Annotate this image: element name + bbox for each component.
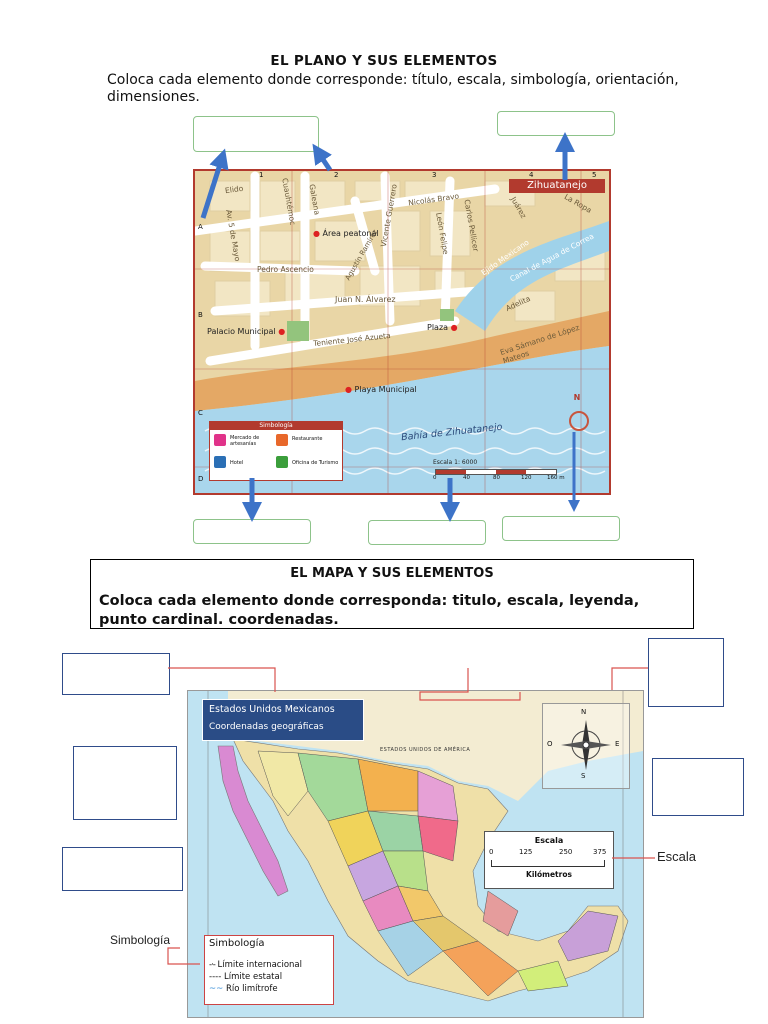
answer-box-coordinates[interactable] bbox=[73, 746, 177, 820]
plan-legend-label: Oficina de Turismo bbox=[292, 460, 339, 466]
plan-scale-tick: 0 bbox=[433, 475, 437, 481]
plan-legend-label: Hotel bbox=[230, 460, 244, 466]
mexico-scale-title: Escala bbox=[534, 836, 564, 845]
plan-scale-tick: 160 m bbox=[547, 475, 565, 481]
mexico-legend-item: -·- Límite internacional bbox=[209, 960, 302, 970]
section2-instructions: Coloca cada elemento donde corresponda: … bbox=[99, 593, 640, 628]
restaurant-icon bbox=[276, 434, 288, 446]
answer-box-right[interactable] bbox=[652, 758, 744, 816]
compass-west: O bbox=[547, 740, 553, 748]
grid-col-label: 2 bbox=[334, 171, 339, 179]
side-label-legend: Simbología bbox=[110, 933, 171, 947]
section1-instructions: Coloca cada elemento donde corresponde: … bbox=[107, 72, 679, 105]
grid-row-label: A bbox=[198, 223, 203, 231]
plan-legend: Simbología Mercado de artesanías Restaur… bbox=[209, 421, 343, 481]
compass-box: N S E O bbox=[542, 703, 630, 789]
answer-box-left[interactable] bbox=[62, 847, 183, 891]
place-label: ● Playa Municipal bbox=[345, 385, 417, 394]
mexico-scale-tick: 125 bbox=[519, 848, 533, 856]
plan-title: Zihuatanejo bbox=[509, 179, 605, 193]
mexico-legend-item: ---- Límite estatal bbox=[209, 972, 283, 982]
place-label: ● Área peatonal bbox=[313, 229, 379, 238]
compass-east: E bbox=[615, 740, 620, 748]
mexico-map-title: Estados Unidos Mexicanos bbox=[209, 704, 335, 715]
place-label: Palacio Municipal ● bbox=[207, 327, 286, 336]
plan-scale-tick: 80 bbox=[493, 475, 500, 481]
answer-box-dimensions[interactable] bbox=[502, 516, 620, 541]
plan-legend-title: Simbología bbox=[210, 422, 342, 430]
side-label-scale: Escala bbox=[657, 849, 697, 864]
mexico-map-title-box: Estados Unidos Mexicanos Coordenadas geo… bbox=[202, 699, 364, 741]
compass-north: N bbox=[581, 708, 587, 716]
plan-scale-tick: 120 bbox=[521, 475, 532, 481]
mexico-legend: Simbología -·- Límite internacional ----… bbox=[204, 935, 334, 1005]
mexico-map-subtitle: Coordenadas geográficas bbox=[209, 722, 324, 732]
arrow-to-title-2 bbox=[312, 143, 333, 172]
grid-col-label: 5 bbox=[592, 171, 597, 179]
plan-scale-tick: 40 bbox=[463, 475, 470, 481]
plan-legend-label: Mercado de artesanías bbox=[230, 435, 260, 447]
mexico-scale-tick: 375 bbox=[593, 848, 607, 856]
mexico-map: Estados Unidos Mexicanos Coordenadas geo… bbox=[187, 690, 644, 1018]
grid-col-label: 3 bbox=[432, 171, 437, 179]
street-label: Juan N. Álvarez bbox=[335, 295, 396, 304]
map-leader-lines bbox=[167, 667, 655, 965]
mexico-scale-box: Escala 0 125 250 375 Kilómetros bbox=[484, 831, 614, 889]
grid-col-label: 1 bbox=[259, 171, 264, 179]
mexico-legend-item: ~~ Río limítrofe bbox=[209, 984, 278, 994]
mexico-scale-bar bbox=[491, 860, 605, 867]
grid-row-label: C bbox=[198, 409, 203, 417]
street-label: Pedro Ascencio bbox=[257, 265, 314, 274]
section2-title: EL MAPA Y SUS ELEMENTOS bbox=[290, 566, 494, 581]
answer-box-title[interactable] bbox=[193, 116, 319, 152]
compass-south: S bbox=[581, 772, 586, 780]
answer-box-cardinal-point[interactable] bbox=[648, 638, 724, 707]
grid-row-label: B bbox=[198, 311, 203, 319]
country-label: ESTADOS UNIDOS DE AMÉRICA bbox=[380, 747, 471, 753]
grid-col-label: 4 bbox=[529, 171, 534, 179]
place-label: Plaza ● bbox=[427, 323, 458, 332]
north-label: N bbox=[573, 393, 581, 402]
answer-box-map-title[interactable] bbox=[62, 653, 170, 695]
hotel-icon bbox=[214, 456, 226, 468]
mexico-scale-tick: 0 bbox=[489, 848, 494, 856]
compass-rose-icon bbox=[569, 411, 589, 431]
section1-title: EL PLANO Y SUS ELEMENTOS bbox=[270, 53, 498, 69]
plan-scale-label: Escala 1: 6000 bbox=[433, 459, 478, 466]
arrow-to-title bbox=[200, 148, 229, 219]
mexico-legend-title: Simbología bbox=[209, 938, 265, 949]
answer-box-symbology[interactable] bbox=[193, 519, 311, 544]
mexico-scale-tick: 250 bbox=[559, 848, 573, 856]
grid-row-label: D bbox=[198, 475, 204, 483]
plan-arrows bbox=[200, 132, 580, 522]
city-plan: 1 2 3 4 5 A B C D Zihuatanejo Elido Cuau… bbox=[193, 169, 611, 495]
compass-rose-icon bbox=[561, 720, 611, 770]
plan-scale-bar bbox=[435, 469, 557, 475]
tourism-office-icon bbox=[276, 456, 288, 468]
section2-header: EL MAPA Y SUS ELEMENTOS Coloca cada elem… bbox=[90, 559, 694, 629]
plan-legend-label: Restaurante bbox=[292, 436, 323, 442]
mexico-scale-unit: Kilómetros bbox=[526, 870, 572, 879]
market-icon bbox=[214, 434, 226, 446]
answer-box-scale[interactable] bbox=[368, 520, 486, 545]
